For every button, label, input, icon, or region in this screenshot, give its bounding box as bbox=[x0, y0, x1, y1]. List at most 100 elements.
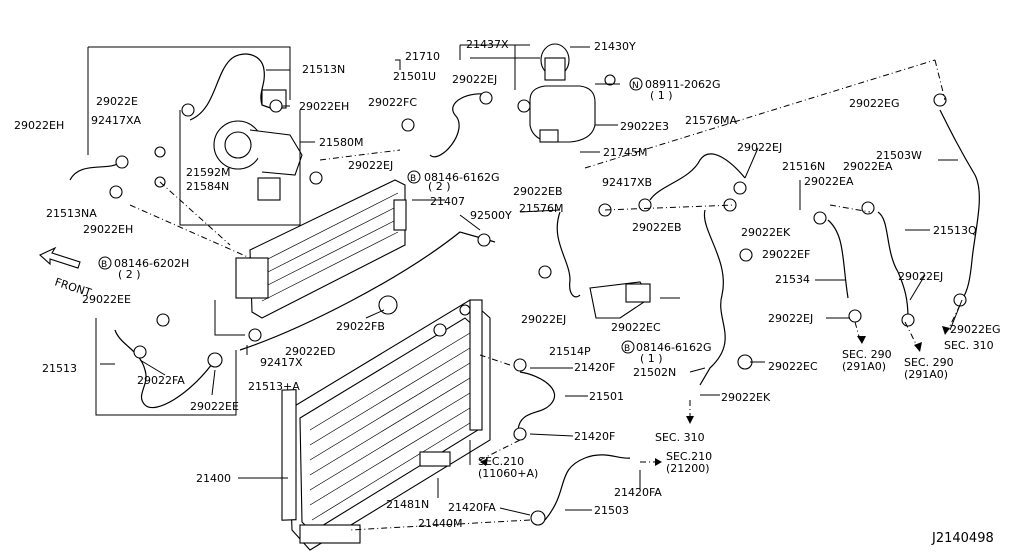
label-21584N: 21584N bbox=[186, 180, 229, 193]
label-21534: 21534 bbox=[775, 273, 810, 286]
label-29022EJ: 29022EJ bbox=[521, 313, 566, 326]
label-sec210-a: SEC.210 bbox=[478, 455, 524, 468]
label-21420FA: 21420FA bbox=[448, 501, 496, 514]
label-21440M: 21440M bbox=[418, 517, 462, 530]
label-21576M: 21576M bbox=[519, 202, 563, 215]
label-sec290-b-sub: (291A0) bbox=[904, 368, 948, 381]
reservoir-tank-21710 bbox=[529, 43, 596, 143]
hose-21513Q bbox=[877, 211, 909, 319]
svg-text:B: B bbox=[101, 260, 107, 270]
hose-21501 bbox=[517, 371, 556, 431]
label-sec290-a: SEC. 290 bbox=[842, 348, 892, 361]
label-29022FC: 29022FC bbox=[368, 96, 417, 109]
label-21420FA: 21420FA bbox=[614, 486, 662, 499]
label-29022EK: 29022EK bbox=[741, 226, 791, 239]
label-29022EC: 29022EC bbox=[768, 360, 818, 373]
label-sec210-b-sub: (21200) bbox=[666, 462, 710, 475]
label-08911-2062G-qty: ( 1 ) bbox=[650, 89, 673, 102]
svg-text:B: B bbox=[410, 174, 416, 184]
label-21513Q: 21513Q bbox=[933, 224, 977, 237]
label-29022EH: 29022EH bbox=[14, 119, 64, 132]
bracket-21514P bbox=[589, 281, 651, 319]
hose-21501U bbox=[429, 93, 491, 158]
label-21501: 21501 bbox=[589, 390, 624, 403]
label-21437X: 21437X bbox=[466, 38, 509, 51]
label-21513A: 21513+A bbox=[248, 380, 300, 393]
label-sec290-a-sub: (291A0) bbox=[842, 360, 886, 373]
label-29022EA: 29022EA bbox=[804, 175, 854, 188]
label-29022EJ: 29022EJ bbox=[452, 73, 497, 86]
label-29022EJ: 29022EJ bbox=[348, 159, 393, 172]
label-29022EK: 29022EK bbox=[721, 391, 771, 404]
diagram-id: J2140498 bbox=[931, 531, 994, 546]
label-21514P: 21514P bbox=[549, 345, 591, 358]
hose-21502N bbox=[699, 209, 726, 386]
svg-text:N: N bbox=[632, 81, 639, 91]
label-29022EJ: 29022EJ bbox=[898, 270, 943, 283]
hose-21513N bbox=[189, 53, 277, 121]
label-29022E: 29022E bbox=[96, 95, 138, 108]
label-21580M: 21580M bbox=[319, 136, 363, 149]
label-21420F: 21420F bbox=[574, 361, 615, 374]
label-29022FB: 29022FB bbox=[336, 320, 385, 333]
label-sec210-a-sub: (11060+A) bbox=[478, 467, 538, 480]
marker-circles: B B B N bbox=[98, 77, 643, 354]
label-21430Y: 21430Y bbox=[594, 40, 636, 53]
clamps bbox=[109, 74, 967, 526]
label-08146-6162G-b-qty: ( 1 ) bbox=[640, 352, 663, 365]
label-21513N: 21513N bbox=[302, 63, 345, 76]
label-92417XA: 92417XA bbox=[91, 114, 142, 127]
label-29022FA: 29022FA bbox=[137, 374, 185, 387]
label-29022EG: 29022EG bbox=[950, 323, 1000, 336]
label-29022EJ: 29022EJ bbox=[768, 312, 813, 325]
label-21400: 21400 bbox=[196, 472, 231, 485]
hose-21513 bbox=[114, 329, 216, 409]
label-29022EJ: 29022EJ bbox=[737, 141, 782, 154]
label-21481N: 21481N bbox=[386, 498, 429, 511]
label-92500Y: 92500Y bbox=[470, 209, 512, 222]
arrows bbox=[480, 326, 950, 466]
thermostat-housing-21580M bbox=[213, 89, 303, 201]
label-29022EC: 29022EC bbox=[611, 321, 661, 334]
label-21516N: 21516N bbox=[782, 160, 825, 173]
hose-21576MA bbox=[649, 153, 746, 201]
label-29022EA: 29022EA bbox=[843, 160, 893, 173]
label-sec210-b: SEC.210 bbox=[666, 450, 712, 463]
label-21503: 21503 bbox=[594, 504, 629, 517]
label-21513NA: 21513NA bbox=[46, 207, 97, 220]
label-29022EG: 29022EG bbox=[849, 97, 899, 110]
label-29022EB: 29022EB bbox=[513, 185, 563, 198]
label-21420F: 21420F bbox=[574, 430, 615, 443]
label-29022EE: 29022EE bbox=[190, 400, 239, 413]
part-labels: 21513N 29022E 92417XA 29022EH 29022EH 29… bbox=[14, 38, 1000, 546]
label-29022EB: 29022EB bbox=[632, 221, 682, 234]
hose-21534 bbox=[827, 219, 849, 299]
reference-lines bbox=[129, 59, 961, 531]
label-29022E3: 29022E3 bbox=[620, 120, 669, 133]
label-08146-6202H-qty: ( 2 ) bbox=[118, 268, 141, 281]
label-sec310-a: SEC. 310 bbox=[944, 339, 994, 352]
radiator-21400 bbox=[281, 299, 491, 551]
label-sec290-b: SEC. 290 bbox=[904, 356, 954, 369]
label-29022EF: 29022EF bbox=[762, 248, 810, 261]
hose-21503 bbox=[544, 454, 631, 521]
label-21710: 21710 bbox=[405, 50, 440, 63]
svg-text:B: B bbox=[624, 344, 630, 354]
label-29022EH: 29022EH bbox=[83, 223, 133, 236]
label-21501U: 21501U bbox=[393, 70, 436, 83]
hose-21503W bbox=[939, 109, 980, 301]
label-sec310-b: SEC. 310 bbox=[655, 431, 705, 444]
label-08146-6202H: 08146-6202H bbox=[114, 257, 189, 270]
label-21407: 21407 bbox=[430, 195, 465, 208]
label-08146-6162G-b: 08146-6162G bbox=[636, 341, 711, 354]
label-21745M: 21745M bbox=[603, 146, 647, 159]
hose-21576M bbox=[556, 211, 581, 298]
label-29022EH: 29022EH bbox=[299, 100, 349, 113]
front-indicator: FRONT bbox=[39, 246, 93, 300]
hose-radiator-lower bbox=[239, 231, 496, 351]
label-29022ED: 29022ED bbox=[285, 345, 335, 358]
label-92417XB: 92417XB bbox=[602, 176, 652, 189]
label-21513: 21513 bbox=[42, 362, 77, 375]
label-21502N: 21502N bbox=[633, 366, 676, 379]
